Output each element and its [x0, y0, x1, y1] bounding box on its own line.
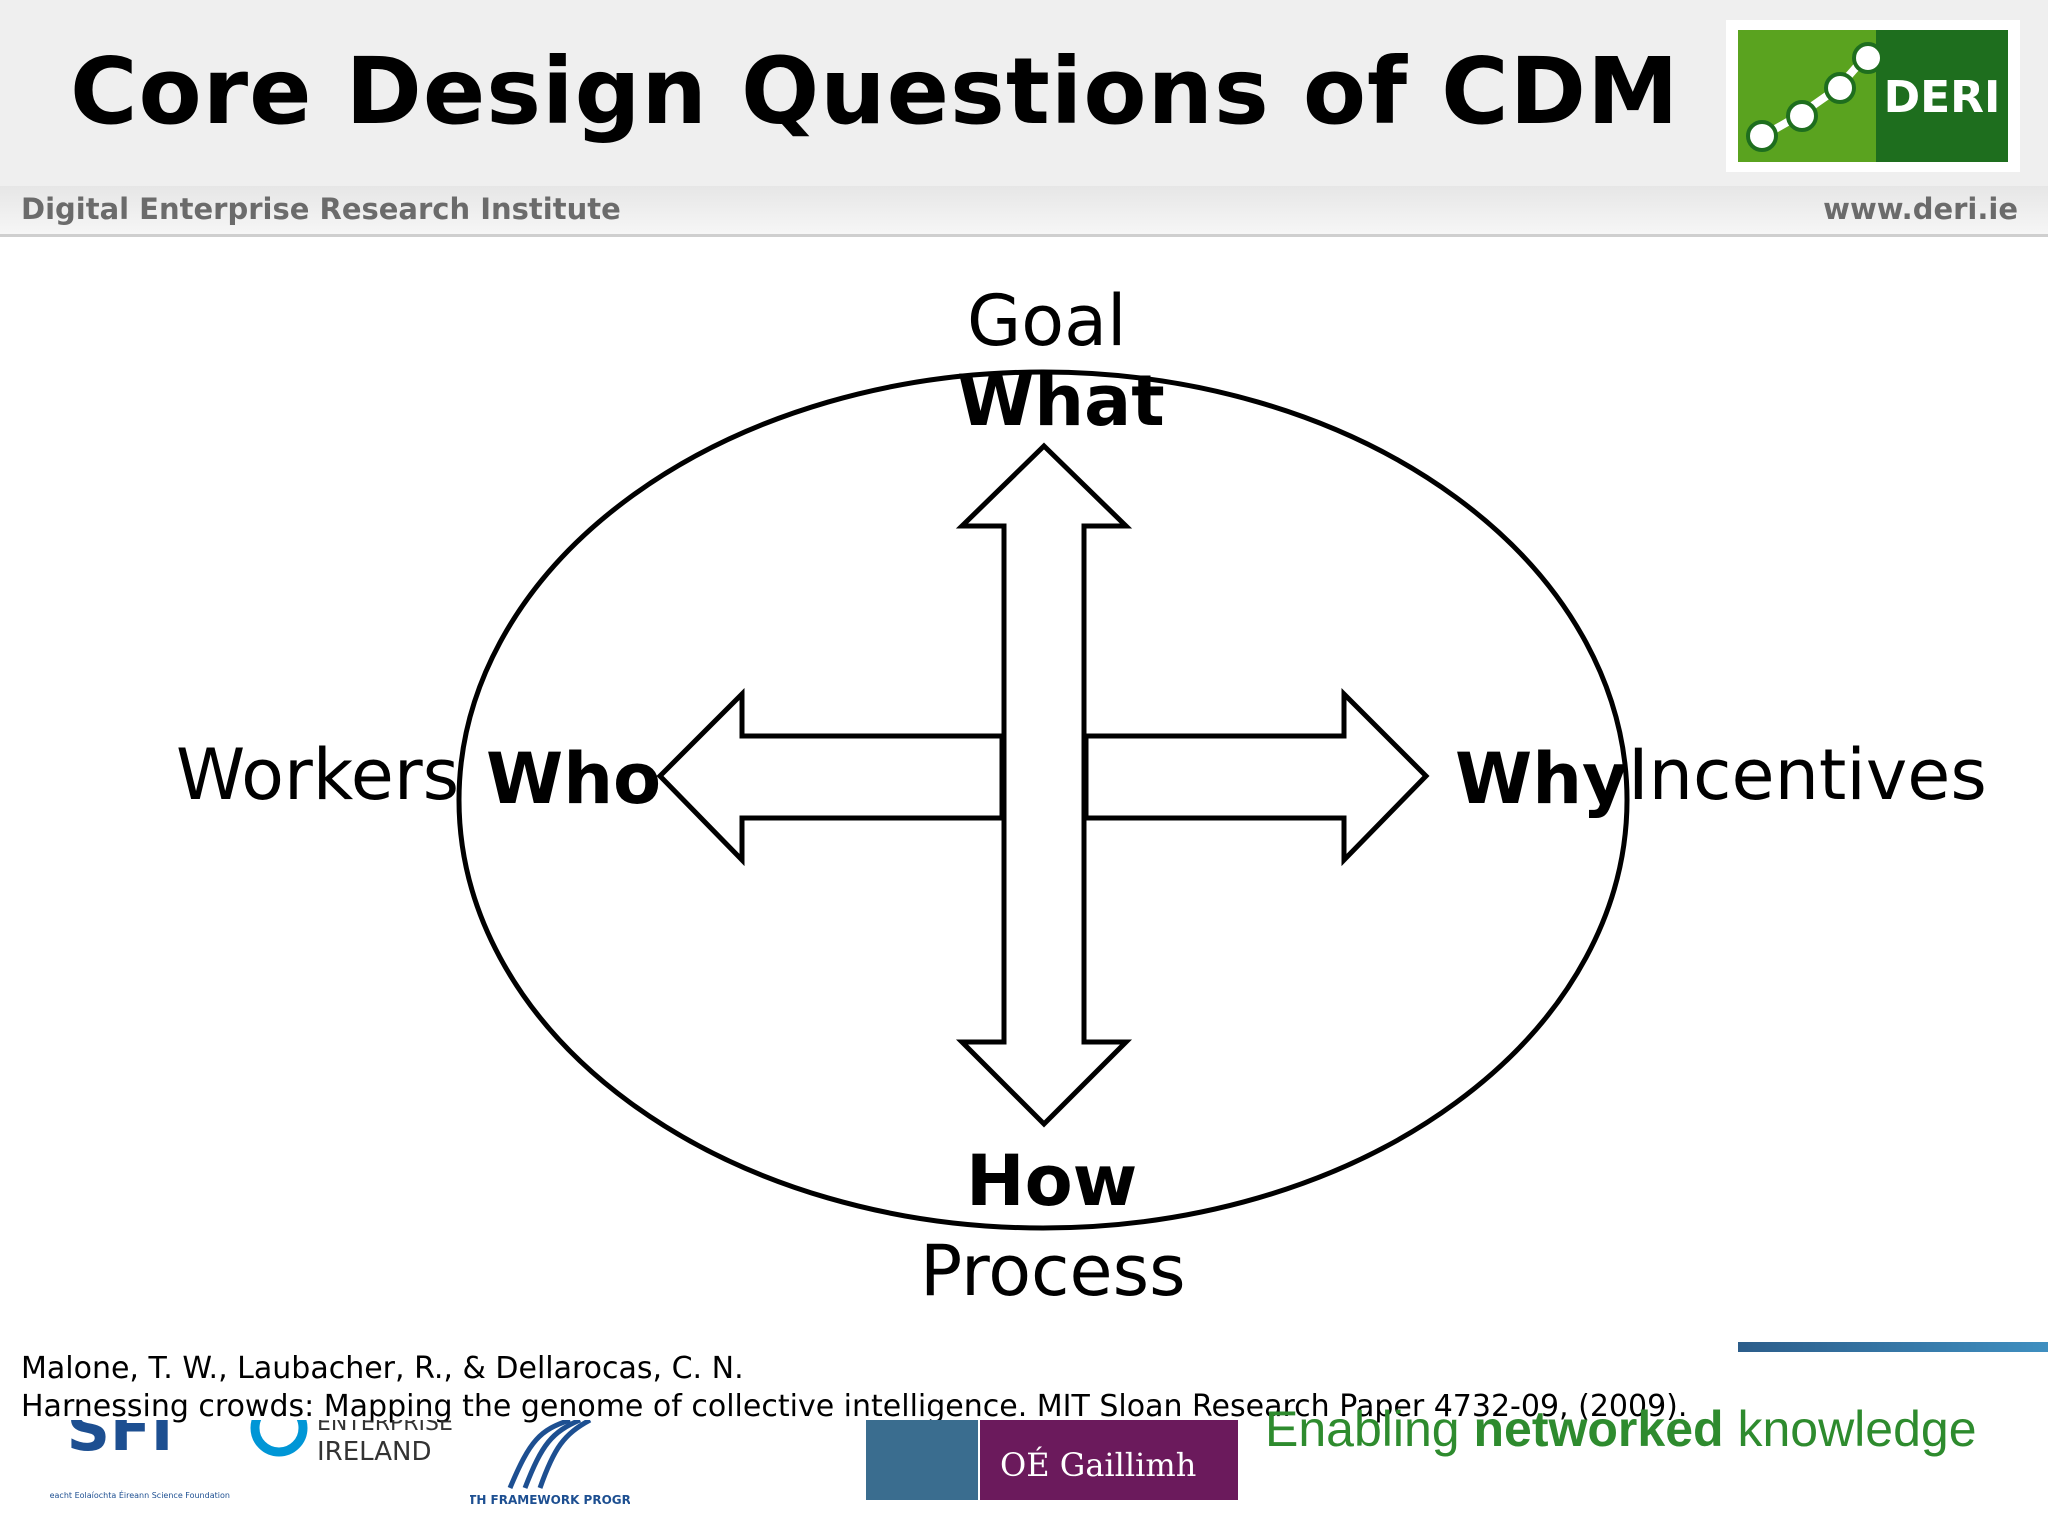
cdm-diagram — [456, 369, 1630, 1231]
slide-title: Core Design Questions of CDM — [70, 38, 1680, 145]
tagline-part-c: knowledge — [1723, 1401, 1977, 1457]
label-what: What — [957, 360, 1165, 442]
svg-text:SFI: SFI — [67, 1420, 174, 1465]
enterprise-ireland-text: IRELAND — [317, 1437, 432, 1467]
label-incentives: Incentives — [1628, 734, 1987, 816]
tagline-part-b: networked — [1473, 1401, 1724, 1457]
accent-bar — [1738, 1342, 2048, 1352]
sfi-logo: SFI Fondúireacht Eolaíochta Éireann Scie… — [20, 1420, 260, 1536]
deri-logo-text: DERI — [1884, 72, 2001, 123]
nui-text: OÉ Gaillimh — [1000, 1446, 1196, 1484]
diagram-ellipse — [456, 369, 1630, 1231]
label-why: Why — [1455, 738, 1628, 820]
fp7-text: SEVENTH FRAMEWORK PROGRAMME — [470, 1493, 630, 1507]
label-who: Who — [486, 738, 662, 820]
website-link[interactable]: www.deri.ie — [1823, 192, 2018, 226]
sfi-small-text: Fondúireacht Eolaíochta Éireann Science … — [50, 1489, 230, 1500]
citation-title: Harnessing crowds: Mapping the genome of… — [21, 1389, 1688, 1424]
tagline-part-a: Enabling — [1265, 1401, 1474, 1457]
citation: Malone, T. W., Laubacher, R., & Dellaroc… — [21, 1350, 1687, 1426]
nui-crest — [866, 1420, 978, 1500]
horizontal-arrow-right — [1083, 687, 1430, 867]
subheader-bar — [0, 186, 2048, 237]
label-goal: Goal — [967, 280, 1127, 362]
svg-text:ENTERPRISE: ENTERPRISE — [317, 1420, 453, 1436]
institute-name: Digital Enterprise Research Institute — [21, 192, 621, 226]
vertical-double-arrow — [955, 442, 1133, 1128]
label-process: Process — [920, 1230, 1186, 1312]
deri-logo: DERI — [1726, 20, 2020, 172]
header-bar: Core Design Questions of CDM DERI — [0, 0, 2048, 188]
enterprise-ireland-logo: ENTERPRISE IRELAND — [245, 1420, 465, 1536]
footer-logos: SFI Fondúireacht Eolaíochta Éireann Scie… — [0, 1420, 2048, 1536]
tagline: Enabling networked knowledge — [1265, 1400, 1977, 1458]
horizontal-arrow-left — [656, 687, 1005, 867]
fp7-logo: SEVENTH FRAMEWORK PROGRAMME — [424, 1420, 672, 1536]
label-workers: Workers — [176, 734, 460, 816]
label-how: How — [966, 1140, 1138, 1222]
citation-authors: Malone, T. W., Laubacher, R., & Dellaroc… — [21, 1351, 744, 1386]
nui-galway-logo: OÉ Gaillimh — [980, 1420, 1238, 1500]
